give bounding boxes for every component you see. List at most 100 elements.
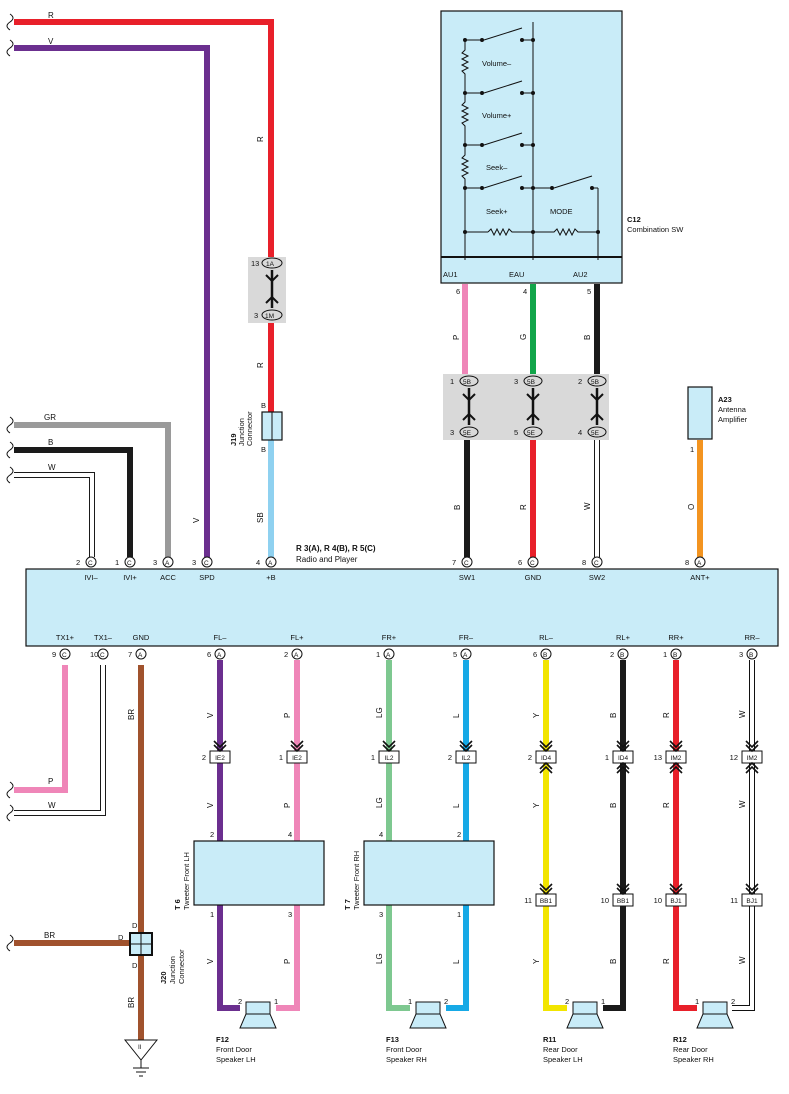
- connector-tag: BJ1: [670, 898, 682, 905]
- radio-id: R 3(A), R 4(B), R 5(C): [296, 544, 376, 553]
- radio-bottom-pins: TX1+C9TX1–C10GNDA7FL–A6FL+A2FR+A1FR–A5RL…: [52, 633, 760, 660]
- pin-connector: C: [594, 560, 599, 567]
- speaker-icon: [245, 1001, 271, 1015]
- connector-tag: IL2: [384, 755, 393, 762]
- wire-rr-plus: [673, 660, 697, 1011]
- wire-code: V: [48, 37, 54, 46]
- radio-player-box: [25, 568, 779, 647]
- ground-triangle: [123, 1039, 159, 1061]
- wire-code: R: [662, 712, 671, 718]
- j20-inner: [130, 933, 152, 955]
- pin-circle: [461, 556, 473, 568]
- antenna-id: A23: [718, 395, 732, 404]
- switch-label: Volume+: [482, 111, 512, 120]
- pin-label: +B: [266, 573, 275, 582]
- pin-num: 5: [587, 287, 591, 296]
- pin-label: FR–: [459, 633, 474, 642]
- j20-label: Connector: [177, 949, 186, 984]
- pin-label: TX1+: [56, 633, 75, 642]
- connector-tag: IE2: [215, 755, 225, 762]
- wire-w-tx1minus: [14, 665, 105, 815]
- j19-label: Connector: [245, 411, 254, 446]
- break-mark: [6, 466, 14, 484]
- speaker-name: Speaker LH: [216, 1055, 256, 1064]
- pin-circle: [97, 648, 109, 660]
- pin-num: 13: [251, 259, 259, 268]
- pin-num: 2: [578, 377, 582, 386]
- speaker-id: F12: [216, 1035, 229, 1044]
- connector-tag: 5E: [527, 430, 536, 437]
- wire-code: P: [452, 335, 461, 340]
- pin-num: 1: [690, 445, 694, 454]
- wire-code: Y: [532, 802, 541, 808]
- speaker-icon: [415, 1001, 441, 1015]
- pin-num: 5: [514, 428, 518, 437]
- speaker-id: R12: [673, 1035, 687, 1044]
- pin-num: 1: [695, 997, 699, 1006]
- connector-arrow: [290, 740, 304, 753]
- pin-connector: A: [294, 652, 299, 659]
- pin-connector: A: [138, 652, 143, 659]
- connector-tag: IE2: [292, 755, 302, 762]
- combination-sw-nodes: [463, 38, 600, 234]
- pin-num: 2: [202, 753, 206, 762]
- pin-connector: B: [749, 652, 753, 659]
- pin-num: 4: [256, 558, 260, 567]
- connector-arrow: [669, 761, 683, 774]
- connector-tag: IM2: [671, 755, 682, 762]
- break-mark: [6, 781, 14, 799]
- wire-w-outline: [14, 472, 95, 557]
- wire-code: P: [283, 803, 292, 808]
- wire-code: V: [206, 802, 215, 808]
- wire-fr-minus: [446, 660, 469, 1011]
- j19-pin: B: [261, 445, 266, 454]
- pin-label: ACC: [160, 573, 176, 582]
- pin-num: 3: [192, 558, 196, 567]
- switch-label: Volume–: [482, 59, 512, 68]
- speaker-cone-icon: [239, 1013, 277, 1029]
- connector-arrow: [539, 740, 553, 753]
- wire-code: P: [48, 777, 53, 786]
- speaker-name: Rear Door: [673, 1045, 708, 1054]
- pin-num: 4: [379, 830, 383, 839]
- pin-num: 10: [90, 650, 98, 659]
- pin-num: 2: [210, 830, 214, 839]
- pin-num: 3: [514, 377, 518, 386]
- wire-code: LG: [375, 797, 384, 808]
- wire-code: Y: [532, 712, 541, 718]
- pin-num: 2: [238, 997, 242, 1006]
- pin-circle: [214, 648, 226, 660]
- pin-num: 1: [371, 753, 375, 762]
- pin-label: IVI–: [84, 573, 98, 582]
- pin-num: 8: [582, 558, 586, 567]
- pin-connector: C: [100, 652, 105, 659]
- pin-connector: A: [268, 560, 273, 567]
- wire-code: R: [48, 11, 54, 20]
- tweeter-front-rh-box: [363, 840, 495, 906]
- pin-circle: [670, 648, 682, 660]
- speaker-cone-icon: [409, 1013, 447, 1029]
- pin-label: SW2: [589, 573, 605, 582]
- j20-pin: D: [132, 961, 138, 970]
- connector-arrow: [616, 761, 630, 774]
- pin-num: 2: [610, 650, 614, 659]
- wire-code: GR: [44, 413, 56, 422]
- connector-tag: BB1: [540, 898, 553, 905]
- switch-label: Seek–: [486, 163, 508, 172]
- wire-code: B: [609, 713, 618, 718]
- pin-label: RL+: [616, 633, 631, 642]
- wire-w-ivi-minus: [14, 473, 94, 557]
- wire-code: BR: [44, 931, 55, 940]
- connector-arrow: [669, 883, 683, 896]
- tweeter-id: T 6: [173, 899, 182, 910]
- antenna-amplifier-box: [687, 386, 713, 440]
- pin-num: 3: [739, 650, 743, 659]
- speaker-icon: [702, 1001, 728, 1015]
- break-mark: [6, 934, 14, 952]
- pin-circle: [591, 556, 603, 568]
- j20-pin: D: [118, 933, 124, 942]
- wire-code: W: [48, 801, 56, 810]
- wire-code: BR: [127, 709, 136, 720]
- connector-arrow: [539, 761, 553, 774]
